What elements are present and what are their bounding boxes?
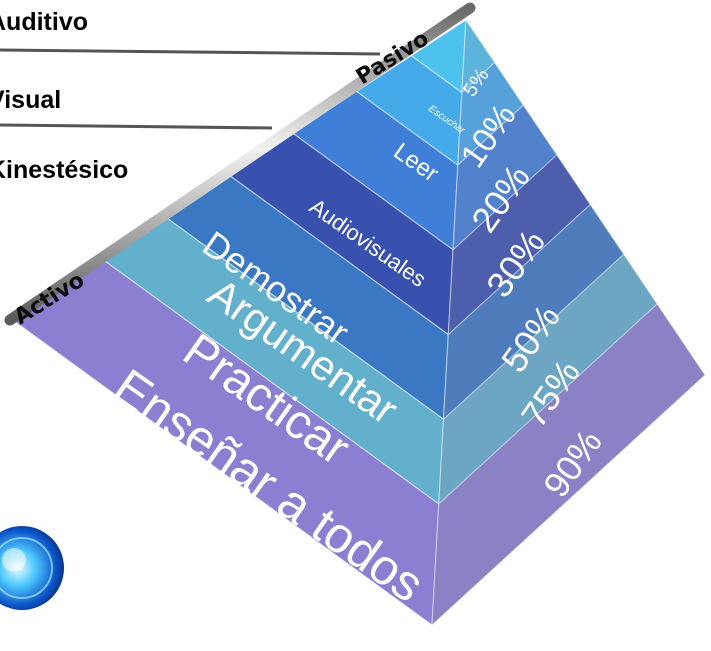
blue-orb-image bbox=[0, 526, 64, 610]
style-label-2: Kinestésico bbox=[0, 156, 128, 184]
learning-style-labels: AuditivoVisualKinestésico bbox=[0, 8, 128, 184]
style-label-1: Visual bbox=[0, 86, 61, 114]
pyramid-right-face bbox=[431, 18, 706, 627]
style-label-0: Auditivo bbox=[0, 8, 88, 36]
right-band-6 bbox=[431, 303, 706, 627]
right-band-0 bbox=[461, 18, 496, 95]
right-face-shade bbox=[432, 20, 705, 625]
visual-line bbox=[0, 123, 273, 130]
active-passive-rod bbox=[4, 2, 476, 326]
auditivo-line bbox=[0, 48, 381, 56]
pyramid-left-face bbox=[8, 18, 467, 627]
